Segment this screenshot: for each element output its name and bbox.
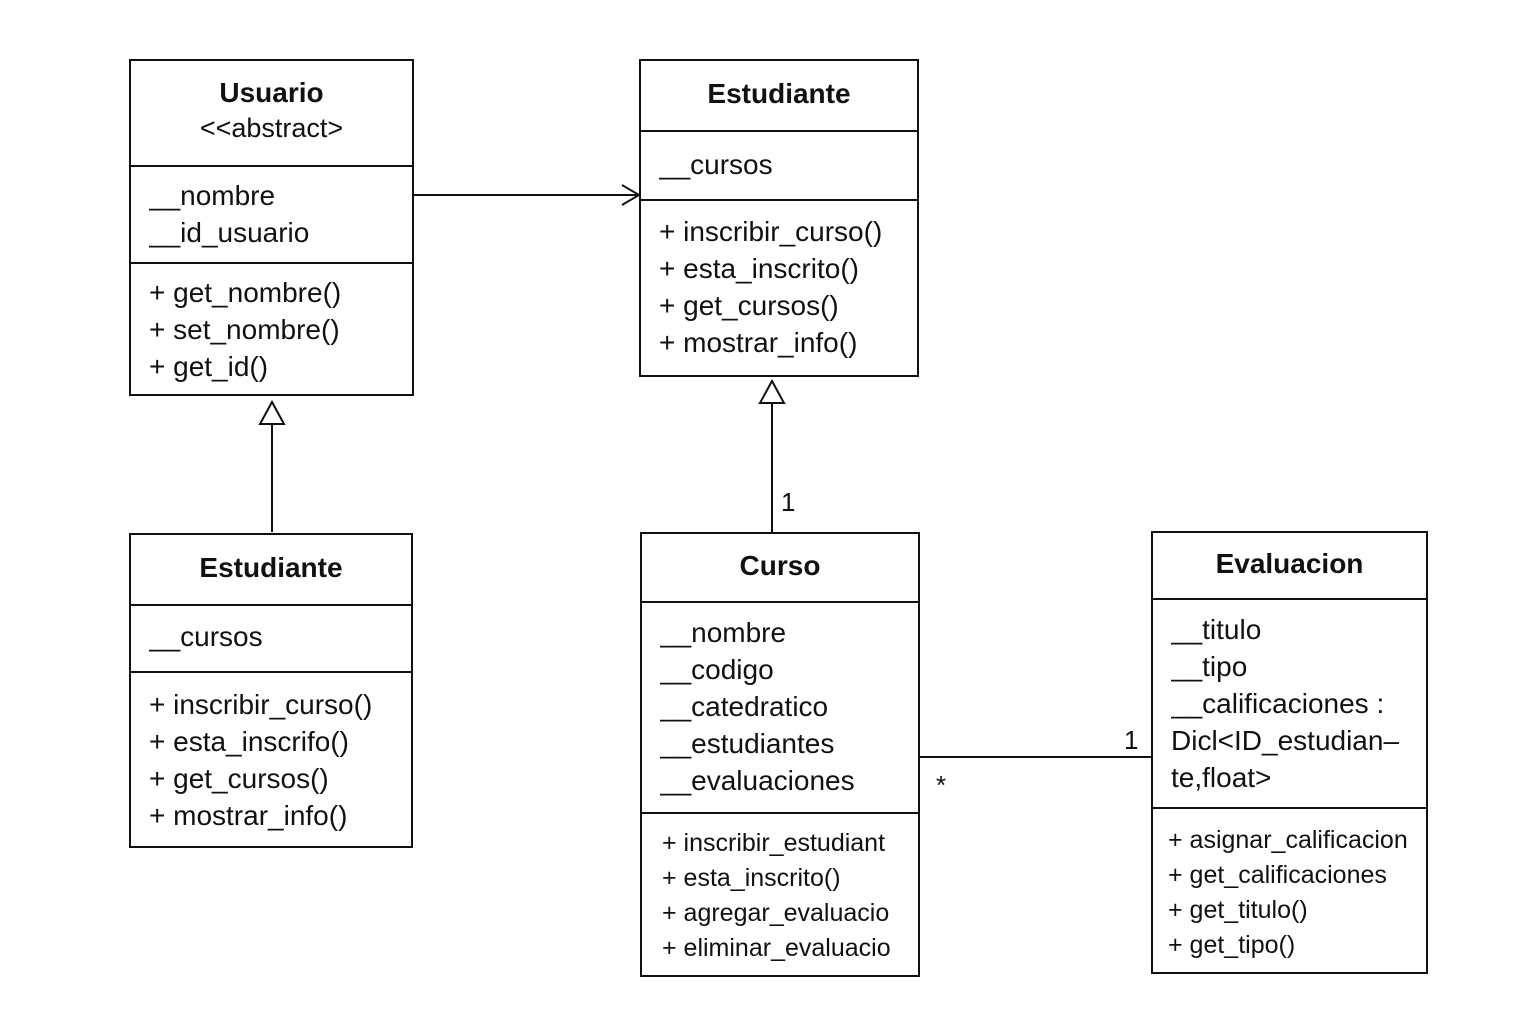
attribute: __tipo: [1171, 651, 1248, 682]
method: + get_cursos(): [149, 763, 329, 794]
multiplicity-curso-end: *: [936, 770, 947, 800]
class-attributes: __cursos: [131, 606, 411, 673]
attribute: __nombre: [660, 617, 787, 648]
attribute: __id_usuario: [149, 217, 310, 248]
class-name: Usuario: [219, 77, 324, 108]
attribute: te,float>: [1171, 762, 1272, 793]
method: + agregar_evaluacio: [662, 899, 890, 927]
attribute: __cursos: [659, 149, 773, 180]
method: + inscribir_estudiant: [662, 829, 886, 857]
method: + get_cursos(): [659, 290, 839, 321]
attribute: __nombre: [149, 180, 276, 211]
attribute: __cursos: [149, 621, 263, 652]
class-stereotype: <<abstract>: [199, 113, 344, 143]
class-usuario: Usuario <<abstract> __nombre __id_usuari…: [129, 59, 414, 396]
class-attributes: __nombre __id_usuario: [131, 167, 412, 264]
class-methods: + asignar_calificacion + get_calificacio…: [1153, 809, 1426, 972]
method: + get_nombre(): [149, 277, 342, 308]
attribute: Dicl<ID_estudian–: [1171, 725, 1400, 756]
attribute: __estudiantes: [660, 728, 835, 759]
method: + get_id(): [149, 351, 269, 382]
attribute: __evaluaciones: [660, 765, 855, 796]
class-curso: Curso __nombre __codigo __catedratico __…: [640, 532, 920, 977]
class-attributes: __nombre __codigo __catedratico __estudi…: [642, 603, 918, 814]
method: + inscribir_curso(): [659, 216, 883, 247]
method: + eliminar_evaluacio: [662, 934, 891, 962]
method: + mostrar_info(): [659, 327, 858, 358]
method: + esta_inscrito(): [659, 253, 859, 284]
hollow-triangle-estudiante: [758, 378, 786, 404]
attribute: __codigo: [660, 654, 774, 685]
method: + mostrar_info(): [149, 800, 348, 831]
class-name: Curso: [739, 550, 821, 581]
attribute: __calificaciones :: [1171, 688, 1385, 719]
hollow-triangle-usuario: [258, 399, 286, 425]
multiplicity-evaluacion-end: 1: [1124, 725, 1139, 755]
method: + get_titulo(): [1168, 896, 1308, 924]
class-header: Estudiante: [641, 61, 917, 132]
class-attributes: __cursos: [641, 132, 917, 201]
class-header: Evaluacion: [1153, 533, 1426, 600]
class-header: Estudiante: [131, 535, 411, 606]
method: + esta_inscrito(): [662, 864, 841, 892]
method: + get_tipo(): [1168, 931, 1296, 959]
class-methods: + inscribir_curso() + esta_inscrito() + …: [641, 201, 917, 375]
method: + set_nombre(): [149, 314, 340, 345]
method: + inscribir_curso(): [149, 689, 373, 720]
method: + asignar_calificacion: [1168, 826, 1408, 854]
multiplicity-curso-estudiante: 1: [781, 487, 796, 517]
class-attributes: __titulo __tipo __calificaciones : Dicl<…: [1153, 600, 1426, 809]
class-estudiante-bottom: Estudiante __cursos + inscribir_curso() …: [129, 533, 413, 848]
class-header: Curso: [642, 534, 918, 603]
class-methods: + get_nombre() + set_nombre() + get_id(): [131, 264, 412, 394]
class-name: Estudiante: [707, 78, 851, 109]
class-methods: + inscribir_estudiant + esta_inscrito() …: [642, 814, 918, 975]
class-estudiante-top: Estudiante __cursos + inscribir_curso() …: [639, 59, 919, 377]
class-name: Evaluacion: [1215, 548, 1364, 579]
attribute: __titulo: [1171, 614, 1262, 645]
class-methods: + inscribir_curso() + esta_inscrifo() + …: [131, 673, 411, 846]
method: + get_calificaciones: [1168, 861, 1387, 889]
method: + esta_inscrifo(): [149, 726, 349, 757]
class-evaluacion: Evaluacion __titulo __tipo __calificacio…: [1151, 531, 1428, 974]
class-header: Usuario <<abstract>: [131, 61, 412, 167]
attribute: __catedratico: [660, 691, 829, 722]
class-name: Estudiante: [199, 552, 343, 583]
